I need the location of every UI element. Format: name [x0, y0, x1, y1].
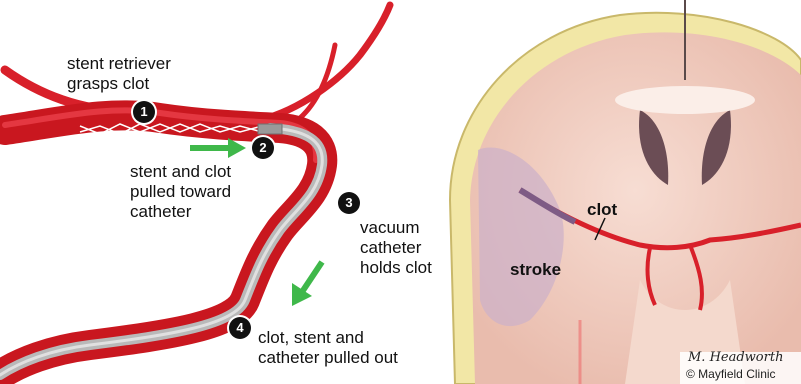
- arrow-down-left: [302, 262, 322, 292]
- step-2-label: stent and clot pulled toward catheter: [130, 162, 231, 222]
- step-1-badge: 1: [133, 101, 155, 123]
- artery-branch-upper: [260, 5, 390, 120]
- catheter-tip: [258, 124, 282, 134]
- step-4-badge: 4: [229, 317, 251, 339]
- step-3-badge: 3: [338, 192, 360, 214]
- copyright-notice: © Mayfield Clinic: [686, 367, 776, 381]
- stroke-label: stroke: [510, 260, 561, 280]
- step-4-label: clot, stent and catheter pulled out: [258, 328, 398, 368]
- arrow-right-head: [228, 138, 246, 158]
- brain-cross-section: [445, 0, 801, 384]
- step-3-label: vacuum catheter holds clot: [360, 218, 432, 278]
- artist-signature: M. Headworth: [688, 350, 783, 365]
- step-2-badge: 2: [252, 137, 274, 159]
- corpus-callosum: [615, 86, 755, 114]
- clot-label: clot: [587, 200, 617, 220]
- step-1-label: stent retriever grasps clot: [67, 54, 171, 94]
